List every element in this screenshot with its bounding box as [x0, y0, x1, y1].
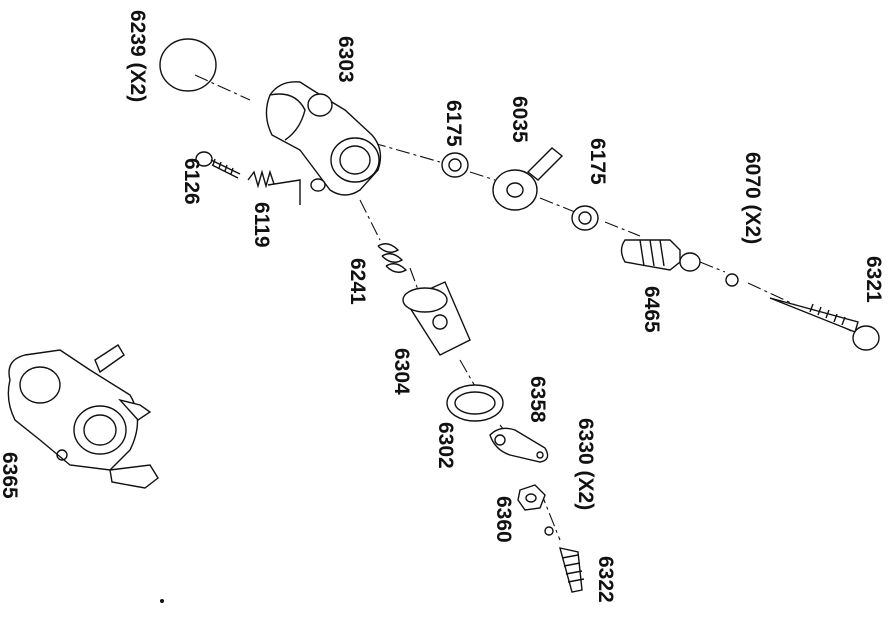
part-6035-fitting: [492, 147, 564, 211]
label-6241: 6241: [346, 258, 369, 305]
label-6365: 6365: [0, 452, 21, 499]
label-6360: 6360: [492, 496, 515, 543]
part-6321-needle: [769, 297, 880, 351]
label-6302: 6302: [434, 422, 457, 469]
label-6175-a: 6175: [442, 100, 465, 147]
part-6465-nipple: [620, 239, 701, 272]
main-axis-line: [194, 74, 861, 336]
part-6239-oring: [159, 38, 217, 92]
part-6365-assembly: [7, 344, 159, 489]
part-6330-washer: [544, 526, 554, 536]
label-6119: 6119: [250, 202, 273, 248]
label-6322: 6322: [594, 556, 617, 603]
label-6358: 6358: [526, 376, 549, 423]
part-6175-washer-a: [441, 152, 469, 178]
label-6035: 6035: [508, 96, 531, 143]
part-6241-spring: [377, 243, 408, 273]
label-6465: 6465: [640, 286, 663, 333]
label-6239: 6239 (X2): [126, 10, 149, 103]
part-6119-spring: [247, 169, 301, 205]
label-6070: 6070 (X2): [741, 152, 764, 245]
part-6358-arm: [489, 427, 549, 463]
part-6360-nut: [517, 484, 546, 511]
part-6126-screw: [195, 151, 241, 179]
part-6322-screw: [559, 547, 585, 593]
part-6304-barrel: [402, 281, 471, 356]
part-6302-cap: [446, 384, 504, 422]
part-6303-body: [265, 81, 382, 196]
label-6175-b: 6175: [586, 138, 609, 185]
secondary-axis-line: [359, 199, 561, 541]
part-6070-oring: [725, 273, 739, 287]
label-6303: 6303: [334, 36, 357, 83]
label-6126: 6126: [180, 158, 203, 205]
label-6304: 6304: [390, 348, 413, 395]
part-6175-washer-b: [571, 205, 599, 231]
label-6321: 6321: [862, 256, 885, 303]
label-6330: 6330 (X2): [574, 418, 597, 511]
ink-dot: [160, 599, 164, 603]
